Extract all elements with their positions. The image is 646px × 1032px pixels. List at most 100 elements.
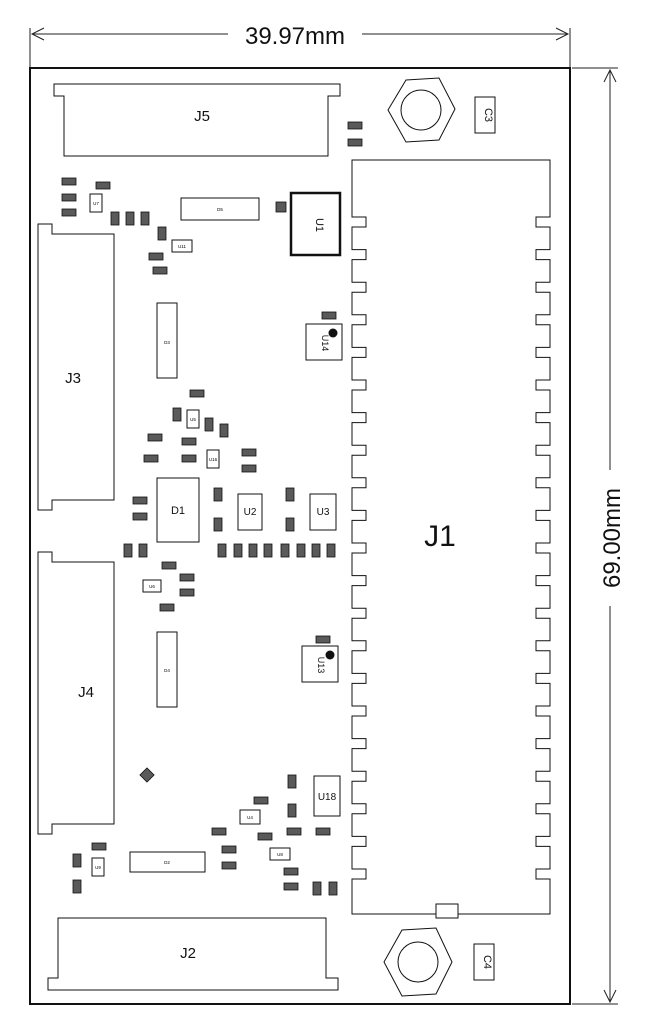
passive-pad bbox=[283, 882, 299, 891]
width-dimension: 39.97mm bbox=[29, 23, 571, 68]
ic-u3: U3 bbox=[309, 493, 337, 531]
passive-pad bbox=[286, 827, 302, 836]
mounting-hole-top: C3 bbox=[387, 77, 496, 143]
passive-pad bbox=[172, 407, 182, 422]
j1-label: J1 bbox=[424, 520, 456, 553]
passive-pad bbox=[328, 881, 338, 896]
svg-text:U4: U4 bbox=[247, 815, 253, 820]
connector-j4: J4 bbox=[37, 551, 115, 835]
ic-u18: U18 bbox=[313, 775, 341, 817]
passive-pad bbox=[123, 543, 133, 558]
passive-pad bbox=[263, 543, 273, 558]
passive-pad bbox=[321, 311, 337, 320]
j5-label: J5 bbox=[194, 108, 210, 125]
passive-pad bbox=[72, 879, 82, 894]
passive-pad bbox=[143, 454, 159, 463]
passive-pad bbox=[347, 138, 363, 147]
passive-pad bbox=[233, 543, 243, 558]
passive-pad bbox=[152, 266, 168, 275]
diode-d4: D4 bbox=[156, 631, 178, 708]
passive-pad bbox=[347, 121, 363, 130]
passive-pad bbox=[248, 543, 258, 558]
svg-text:D3: D3 bbox=[164, 340, 170, 345]
passive-pad bbox=[161, 561, 177, 570]
svg-text:U9: U9 bbox=[95, 865, 101, 870]
svg-text:U8: U8 bbox=[277, 852, 283, 857]
passive-pad bbox=[61, 193, 77, 202]
passive-pad bbox=[221, 861, 237, 870]
passive-pad bbox=[139, 767, 155, 783]
u13-label: U13 bbox=[316, 657, 326, 674]
svg-text:U7: U7 bbox=[93, 201, 99, 206]
passive-pad bbox=[326, 543, 336, 558]
passive-pad bbox=[132, 496, 148, 505]
svg-text:U16: U16 bbox=[209, 457, 218, 462]
module-j1: J1 bbox=[351, 159, 551, 919]
passive-pad bbox=[181, 437, 197, 446]
svg-text:U6: U6 bbox=[149, 584, 155, 589]
passive-pad bbox=[125, 211, 135, 226]
j2-label: J2 bbox=[180, 945, 196, 962]
passive-pad bbox=[61, 177, 77, 186]
passive-pad bbox=[217, 543, 227, 558]
passive-pad bbox=[315, 635, 331, 644]
passive-pad bbox=[61, 208, 77, 217]
u2-label: U2 bbox=[244, 507, 257, 518]
passive-pad bbox=[219, 423, 229, 438]
ic-u6: U6 bbox=[142, 579, 162, 593]
u18-label: U18 bbox=[318, 792, 337, 803]
svg-text:U5: U5 bbox=[190, 417, 196, 422]
passive-pad bbox=[287, 803, 297, 818]
connector-j3: J3 bbox=[37, 223, 115, 511]
passive-components bbox=[61, 121, 363, 896]
passive-pad bbox=[241, 448, 257, 457]
passive-pad bbox=[181, 454, 197, 463]
passive-pad bbox=[280, 543, 290, 558]
passive-pad bbox=[285, 487, 295, 502]
diode-d3: D3 bbox=[156, 302, 178, 379]
j4-label: J4 bbox=[78, 684, 94, 701]
passive-pad bbox=[95, 181, 111, 190]
ic-u7: U7 bbox=[89, 193, 103, 213]
passive-pad bbox=[211, 827, 227, 836]
passive-pad bbox=[257, 832, 273, 841]
u3-label: U3 bbox=[317, 507, 330, 518]
passive-pad bbox=[110, 211, 120, 226]
passive-pad bbox=[91, 842, 107, 851]
passive-pad bbox=[157, 226, 167, 241]
ic-u8: U8 bbox=[269, 847, 291, 861]
passive-pad bbox=[275, 201, 287, 213]
passive-pad bbox=[311, 543, 321, 558]
passive-pad bbox=[72, 853, 82, 868]
connector-j5: J5 bbox=[53, 83, 341, 157]
svg-text:U11: U11 bbox=[178, 244, 186, 249]
passive-pad bbox=[148, 252, 164, 261]
u14-label: U14 bbox=[320, 335, 330, 352]
width-dimension-label: 39.97mm bbox=[245, 23, 345, 50]
svg-text:D2: D2 bbox=[164, 860, 170, 865]
passive-pad bbox=[189, 389, 205, 398]
diode-d1: D1 bbox=[156, 477, 200, 543]
svg-text:D5: D5 bbox=[217, 207, 223, 212]
u1-label: U1 bbox=[313, 218, 325, 232]
passive-pad bbox=[138, 543, 148, 558]
ic-u1: U1 bbox=[289, 191, 342, 257]
passive-pad bbox=[283, 867, 299, 876]
ic-u4: U4 bbox=[239, 809, 261, 825]
passive-pad bbox=[241, 464, 257, 473]
ic-u2: U2 bbox=[237, 493, 263, 531]
passive-pad bbox=[213, 517, 223, 532]
passive-pad bbox=[213, 487, 223, 502]
passive-pad bbox=[147, 433, 163, 442]
ic-u13: U13 bbox=[301, 645, 339, 683]
passive-pad bbox=[179, 573, 195, 582]
passive-pad bbox=[159, 603, 175, 612]
passive-pad bbox=[179, 588, 195, 597]
passive-pad bbox=[221, 845, 237, 854]
passive-pad bbox=[287, 774, 297, 789]
ic-u16: U16 bbox=[206, 449, 220, 469]
c4-label: C4 bbox=[481, 955, 493, 969]
passive-pad bbox=[296, 543, 306, 558]
passive-pad bbox=[204, 417, 214, 432]
ic-u5: U5 bbox=[186, 409, 200, 429]
